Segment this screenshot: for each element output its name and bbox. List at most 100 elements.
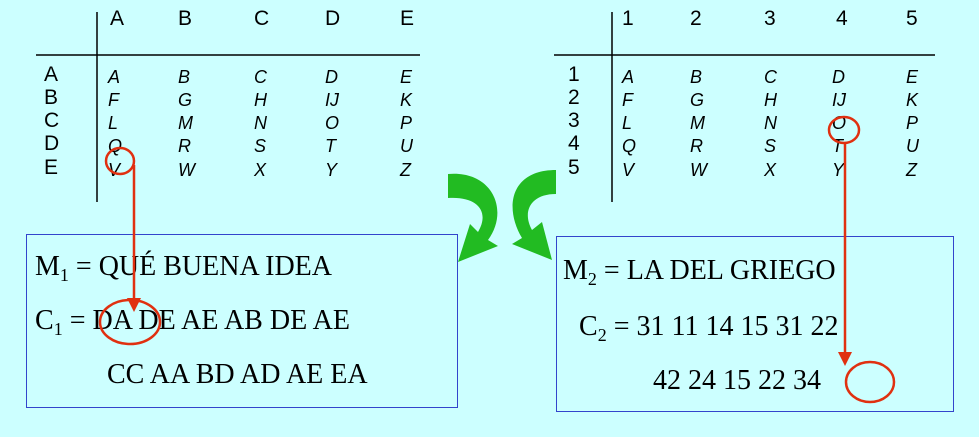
table-cell: T (325, 136, 336, 156)
table-rules (36, 12, 935, 202)
table-cell: C (764, 67, 777, 87)
table-cell: E (906, 67, 919, 87)
column-header: E (400, 7, 415, 30)
red-arrowheads (127, 298, 852, 366)
table-cell: N (254, 113, 267, 133)
m1-subscript: 1 (59, 265, 69, 285)
table-cell: B (178, 67, 191, 87)
table-cell: W (178, 160, 195, 180)
table-cell: Q (622, 136, 637, 156)
column-header: A (110, 7, 125, 30)
table-cell: M (178, 113, 193, 133)
column-header: C (254, 7, 270, 30)
table-cell: E (400, 67, 413, 87)
table-cell: W (690, 160, 707, 180)
c1-ciphertext: DE AE AB DE AE (131, 305, 350, 336)
table-cell: D (325, 67, 338, 87)
c2-subscript: 2 (597, 325, 607, 345)
table-cell: K (906, 90, 919, 110)
row-header: 5 (568, 156, 580, 179)
table-cell: B (690, 67, 703, 87)
table-cell: U (400, 136, 413, 156)
row-header: 3 (568, 109, 580, 132)
table-cell: H (254, 90, 267, 110)
table-cell: G (690, 90, 705, 110)
table-cell: R (690, 136, 703, 156)
red-highlights (98, 115, 896, 404)
row-header: D (44, 132, 60, 155)
column-header: 5 (906, 7, 918, 30)
c1-equals: = (62, 305, 93, 336)
curved-arrow-right-icon (512, 170, 556, 260)
table-cell: U (906, 136, 919, 156)
table-cell: X (764, 160, 777, 180)
table-cell: G (178, 90, 193, 110)
m2-subscript: 2 (587, 269, 597, 289)
table-cell: R (178, 136, 191, 156)
table-cell: A (622, 67, 635, 87)
column-header: 1 (622, 7, 634, 30)
column-header: B (178, 7, 193, 30)
table-cell: Y (832, 160, 845, 180)
table-cell: Y (325, 160, 338, 180)
c2-ciphertext: = 31 11 14 15 31 22 (606, 311, 839, 342)
row-header: 2 (568, 86, 580, 109)
row-header: B (44, 86, 59, 109)
m2-label: M (563, 255, 588, 286)
table-cell: L (108, 113, 119, 133)
right-cipher-box: M2 = LA DEL GRIEGO C2 = 31 11 14 15 31 2… (556, 236, 954, 412)
da-circle (98, 298, 162, 346)
table-cell: D (832, 67, 845, 87)
table-cell: L (622, 113, 633, 133)
table-cell: F (622, 90, 633, 110)
row-header: 1 (568, 63, 580, 86)
c1-line-2: CC AA BD AD AE EA (107, 359, 368, 390)
table-cell: V (622, 160, 635, 180)
row-header: E (44, 156, 59, 179)
34-circle (844, 360, 896, 404)
q-cell-circle (104, 146, 136, 176)
m1-line: M1 = QUÉ BUENA IDEA (35, 251, 333, 285)
table-cell: H (764, 90, 777, 110)
table-cell: K (400, 90, 413, 110)
arrowhead-down-icon (127, 298, 141, 312)
table-cell: O (325, 113, 340, 133)
table-cell: Z (400, 160, 411, 180)
row-header: C (44, 109, 60, 132)
arrowhead-down-icon (838, 352, 852, 366)
column-header: D (325, 7, 341, 30)
table-cell: IJ (832, 90, 847, 110)
c1-line: C1 = DA DE AE AB DE AE (35, 305, 350, 339)
curved-arrow-left-icon (448, 173, 498, 262)
m2-line: M2 = LA DEL GRIEGO (563, 255, 836, 289)
table-cell: N (764, 113, 777, 133)
table-cell: V (108, 160, 121, 180)
row-header: A (44, 63, 59, 86)
c2-line-2: 42 24 15 22 34 (653, 365, 821, 397)
c2-line: C2 = 31 11 14 15 31 22 (579, 311, 839, 345)
o-cell-circle (827, 115, 861, 145)
m1-plaintext: = QUÉ BUENA IDEA (68, 251, 333, 282)
table-cell: T (832, 136, 843, 156)
column-header: 4 (836, 7, 848, 30)
c1-label: C (35, 305, 54, 336)
left-cipher-box: M1 = QUÉ BUENA IDEA C1 = DA DE AE AB DE … (26, 234, 458, 408)
column-header: 2 (690, 7, 702, 30)
green-arrows (448, 170, 556, 262)
table-cell: X (254, 160, 267, 180)
table-cell: A (108, 67, 121, 87)
table-cell: IJ (325, 90, 340, 110)
table-cell: S (764, 136, 777, 156)
m1-label: M (35, 251, 60, 282)
table-cell: F (108, 90, 119, 110)
column-header: 3 (764, 7, 776, 30)
c1-subscript: 1 (53, 319, 63, 339)
table-cell: P (400, 113, 413, 133)
row-header: 4 (568, 132, 580, 155)
c2-last-pair: 34 (793, 365, 821, 396)
table-cell: M (690, 113, 705, 133)
table-cell: Z (906, 160, 917, 180)
table-cell: C (254, 67, 267, 87)
